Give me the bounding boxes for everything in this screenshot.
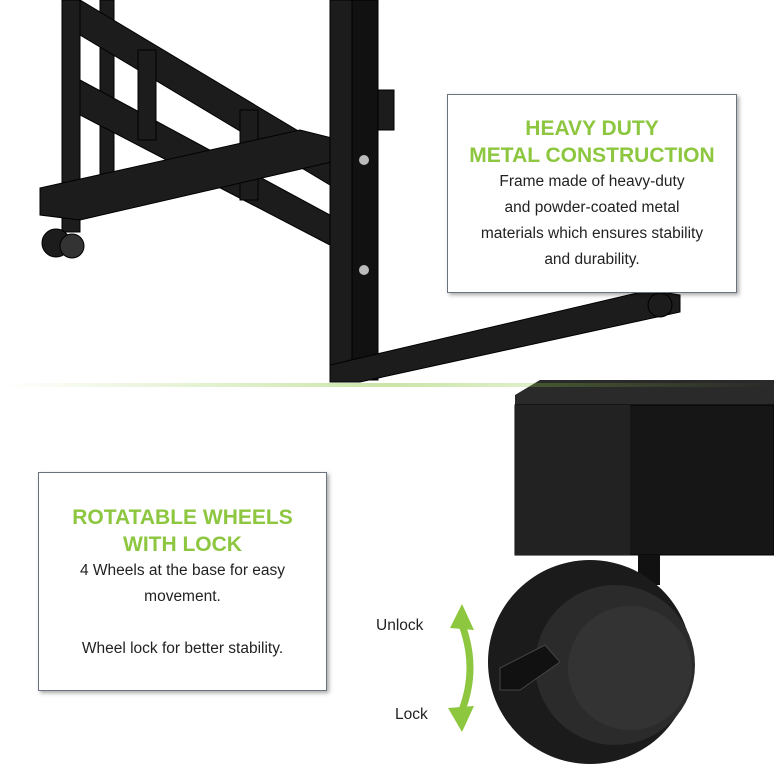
frame-post-right [329, 0, 353, 381]
section-divider [0, 383, 774, 387]
caster-wheel-illustration [488, 380, 774, 764]
lock-label: Lock [395, 706, 428, 723]
frame-post-left [61, 0, 81, 233]
unlock-label: Unlock [376, 617, 424, 634]
double-headed-curved-arrow-icon [448, 604, 474, 732]
